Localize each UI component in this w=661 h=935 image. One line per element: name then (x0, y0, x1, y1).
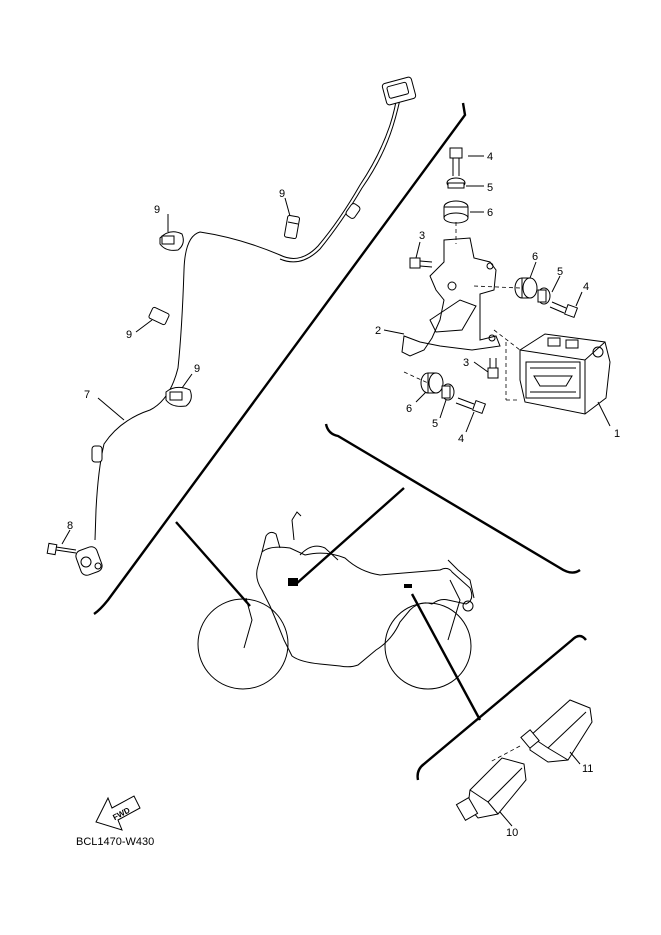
sensor-unit-11 (520, 699, 593, 763)
bike-front-fork (447, 579, 461, 641)
bolt-4-right (549, 301, 579, 319)
sensor-lead-wire (94, 89, 399, 541)
callout-2: 2 (375, 325, 381, 337)
bike-imu-marker (404, 584, 412, 588)
bike-tank (299, 545, 339, 561)
bolt-3-upper (409, 257, 433, 269)
abs-hydraulic-unit (519, 333, 611, 415)
bike-rear-fender (243, 597, 253, 649)
callout-9b: 9 (279, 188, 285, 200)
bike-mirror (291, 511, 302, 541)
callout-8: 8 (67, 520, 73, 532)
callout-1: 1 (614, 428, 620, 440)
callout-11: 11 (582, 763, 593, 775)
collar-5-lower (441, 383, 455, 401)
diagram-code: BCL1470-W430 (76, 836, 154, 848)
damper-6-lower (420, 372, 444, 394)
callout-9d: 9 (194, 363, 200, 375)
sensor-section-frame (93, 102, 467, 615)
callout-6a: 6 (487, 207, 493, 219)
callout-3a: 3 (419, 230, 425, 242)
callout-4a: 4 (487, 151, 493, 163)
callout-3b: 3 (463, 357, 469, 369)
bolt-4-lower (455, 397, 487, 415)
leader-imu (410, 593, 482, 721)
rear-wheel (197, 598, 289, 690)
callout-5b: 5 (557, 266, 563, 278)
wheel-speed-sensor (75, 546, 103, 576)
clamp-9d (165, 386, 192, 407)
clamp-9b (283, 214, 301, 240)
sensor-connector-top (381, 76, 417, 106)
callout-10: 10 (506, 827, 518, 839)
abs-unit-section-frame (324, 423, 581, 574)
bike-headlight (462, 600, 474, 612)
bike-handlebar (447, 559, 475, 599)
callout-6b: 6 (532, 251, 538, 263)
bolt-8 (46, 542, 77, 556)
leader-abs (295, 487, 405, 585)
bolt-4-top (449, 147, 463, 176)
bike-abs-marker (288, 578, 298, 586)
collar-5-right (537, 287, 551, 305)
leader-sensor (175, 521, 251, 607)
collar-5-top (446, 177, 466, 189)
callout-5a: 5 (487, 182, 493, 194)
imu-section-frame (416, 634, 587, 781)
bike-body (256, 546, 473, 668)
motorcycle-silhouette (197, 511, 475, 690)
callout-4c: 4 (458, 433, 464, 445)
callout-4b: 4 (583, 281, 589, 293)
clamp-9a (159, 231, 184, 251)
clamp-9c (148, 306, 170, 326)
callout-6c: 6 (406, 403, 412, 415)
bracket-2 (401, 237, 501, 357)
front-wheel (384, 602, 472, 690)
bike-seat (261, 531, 281, 553)
callout-5c: 5 (432, 418, 438, 430)
callout-9a: 9 (154, 204, 160, 216)
bolt-3-lower (487, 358, 499, 379)
callout-7: 7 (84, 389, 90, 401)
fwd-arrow-icon: FWD (95, 795, 141, 831)
callout-9c: 9 (126, 329, 132, 341)
damper-6-top (443, 200, 469, 224)
sensor-unit-10 (455, 757, 527, 821)
